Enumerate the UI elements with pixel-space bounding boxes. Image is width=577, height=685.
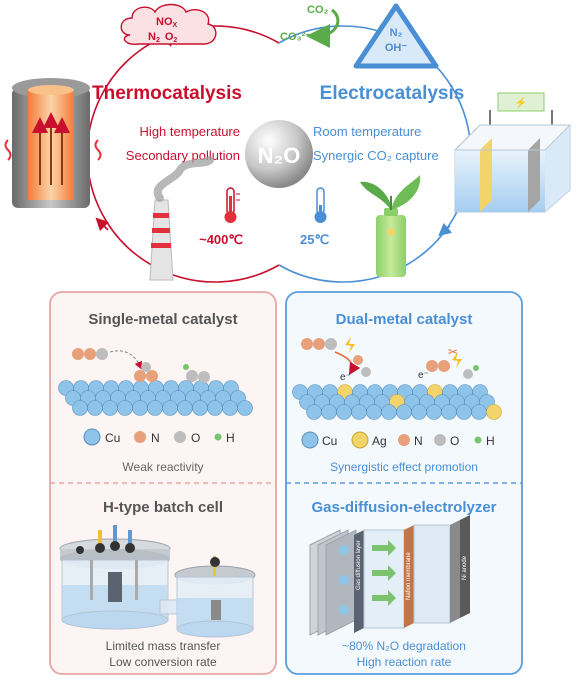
cloud-nox: NOX [156, 16, 178, 29]
co3-label: CO₃²⁻ [280, 31, 311, 43]
cu-atom [396, 404, 412, 420]
dual-metal-molecules: ✂ [301, 337, 479, 379]
cu-atom [351, 404, 367, 420]
cu-atom [336, 404, 352, 420]
cu-atom [381, 404, 397, 420]
legend-n: N [151, 431, 160, 445]
legend-dual-cu: Cu [322, 434, 337, 448]
thermo-title: Thermocatalysis [92, 83, 242, 104]
cu-atom [321, 404, 337, 420]
dual-caption: Synergistic effect promotion [330, 460, 478, 474]
legend-dual-n: N [414, 434, 423, 448]
n2o-sphere [245, 120, 313, 188]
triangle-oh: OH⁻ [385, 42, 408, 54]
cu-atom [192, 400, 208, 416]
htype-title: H-type batch cell [103, 499, 223, 516]
cu-atom [207, 400, 223, 416]
green-battery-icon [360, 175, 421, 277]
electro-temp: 25℃ [300, 232, 329, 247]
htype-caption-2: Low conversion rate [109, 655, 217, 669]
gde-layer-membrane: Nafion membrane [406, 552, 412, 600]
gde-layer-gas: Gas diffusion layer [356, 540, 362, 590]
cu-atom [441, 404, 457, 420]
electrolyzer-tank: ⚡ [453, 92, 572, 213]
dual-legend: Cu Ag N O H [301, 431, 495, 449]
electron-label-2: e⁻ [418, 370, 429, 381]
thermo-temp: ~400℃ [199, 232, 243, 247]
chimney-icon [149, 156, 214, 281]
cu-atom [237, 400, 253, 416]
htype-caption-1: Limited mass transfer [106, 639, 221, 653]
cu-atom [132, 400, 148, 416]
single-metal-molecules [72, 348, 210, 383]
cu-atom [117, 400, 133, 416]
gde-illustration [309, 515, 470, 636]
electro-line2: Synergic CO₂ capture [313, 148, 439, 163]
single-metal-title: Single-metal catalyst [88, 311, 237, 328]
thermometer-cool-icon [314, 187, 327, 223]
cu-atom [306, 404, 322, 420]
cu-atom [411, 404, 427, 420]
triangle-n2: N₂ [390, 27, 403, 39]
thermo-line2: Secondary pollution [126, 148, 240, 163]
co2-label: CO₂ [307, 4, 329, 16]
center-n2o-label: N₂O [258, 143, 301, 168]
cu-atom [222, 400, 238, 416]
cu-atom [72, 400, 88, 416]
cu-atom [471, 404, 487, 420]
gde-layer-anode: Ni anode [462, 555, 468, 580]
thermometer-hot-icon [224, 187, 240, 223]
legend-dual-o: O [450, 434, 459, 448]
co2-capture-arrow [306, 8, 340, 48]
svg-text:⚡: ⚡ [515, 96, 527, 109]
electro-line1: Room temperature [313, 124, 421, 139]
gde-title: Gas-diffusion-electrolyzer [311, 499, 496, 516]
single-legend: Cu N O H [83, 428, 235, 446]
svg-text:✂: ✂ [448, 345, 458, 359]
electro-title: Electrocatalysis [320, 83, 465, 104]
cu-atom [87, 400, 103, 416]
cu-atom [102, 400, 118, 416]
cu-atom [426, 404, 442, 420]
legend-h: H [226, 431, 235, 445]
cu-atom [366, 404, 382, 420]
legend-o: O [191, 431, 200, 445]
legend-dual-h: H [486, 434, 495, 448]
nox-cloud [120, 3, 217, 45]
legend-dual-ag: Ag [372, 434, 387, 448]
dual-metal-surface [292, 384, 502, 420]
thermal-reactor [4, 78, 102, 208]
cu-atom [177, 400, 193, 416]
legend-cu: Cu [105, 431, 120, 445]
htype-cell-illustration [59, 525, 256, 638]
single-caption: Weak reactivity [122, 460, 203, 474]
dual-metal-title: Dual-metal catalyst [336, 311, 473, 328]
recycle-triangle-icon [353, 3, 439, 69]
electron-label-1: e⁻ [340, 372, 351, 383]
ag-atom [486, 404, 502, 420]
cu-atom [162, 400, 178, 416]
cu-atom [147, 400, 163, 416]
single-metal-surface [58, 380, 253, 416]
cu-atom [456, 404, 472, 420]
gde-caption-1: ~80% N₂O degradation [342, 639, 466, 653]
thermo-line1: High temperature [140, 124, 240, 139]
gde-caption-2: High reaction rate [357, 655, 452, 669]
